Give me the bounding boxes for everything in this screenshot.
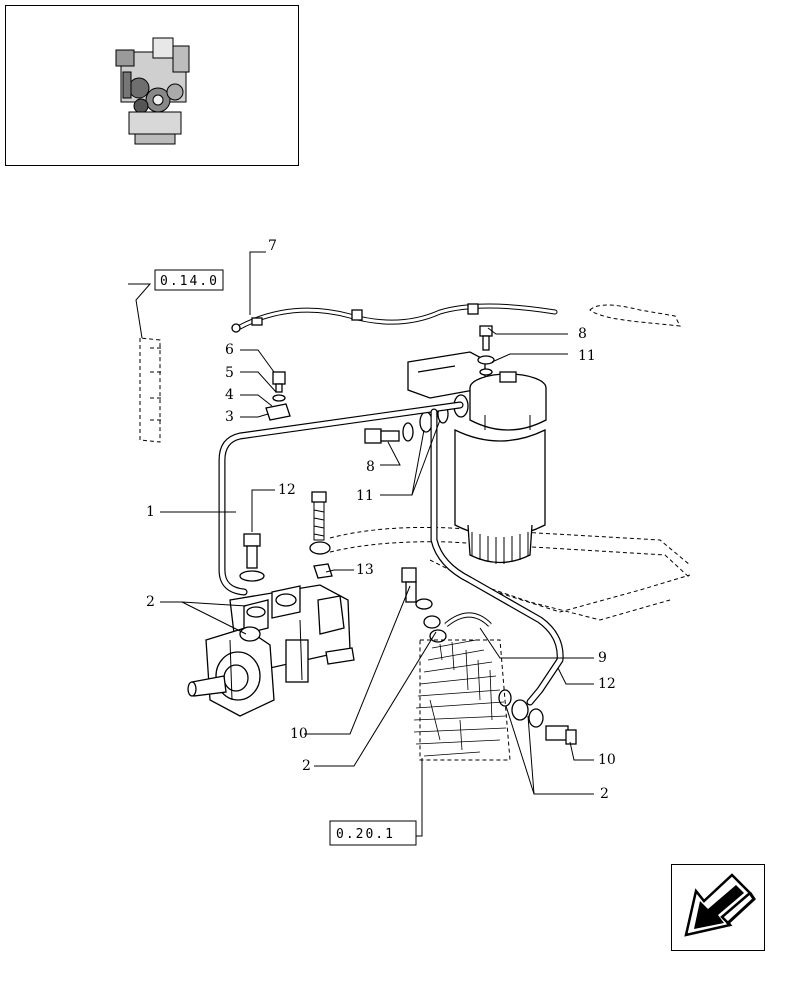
callout-12-lower: 12: [598, 676, 616, 692]
callout-1: 1: [146, 504, 155, 520]
fastener-parts-lower: [401, 567, 577, 745]
engine-section-hatch: [413, 639, 511, 761]
callout-10-right: 10: [598, 752, 616, 768]
reference-label-top: 0.14.0: [160, 274, 219, 289]
engine-block-outline: [139, 304, 691, 621]
fuel-filter-assembly: [364, 325, 547, 564]
engine-thumbnail-icon: [115, 37, 190, 145]
reference-label-bottom: 0.20.1: [336, 827, 395, 842]
callout-11-side: 11: [356, 488, 374, 504]
callout-4: 4: [225, 387, 234, 403]
callout-3: 3: [225, 409, 234, 425]
previous-page-button[interactable]: [671, 864, 765, 951]
callout-13: 13: [356, 562, 374, 578]
callout-11-top: 11: [578, 348, 596, 364]
callout-10-left: 10: [290, 726, 308, 742]
reference-box-bottom[interactable]: 0.20.1: [329, 820, 417, 846]
callout-9: 9: [598, 650, 607, 666]
callout-12-upper: 12: [278, 482, 296, 498]
injection-pump: [187, 584, 355, 717]
reference-box-top[interactable]: 0.14.0: [154, 269, 224, 291]
engine-thumbnail-frame: [5, 5, 299, 166]
callout-5: 5: [225, 365, 234, 381]
callout-2-lower-right: 2: [600, 786, 609, 802]
callout-8-side: 8: [366, 459, 375, 475]
fuel-pipe-12: [430, 408, 564, 706]
fastener-parts-left: [239, 371, 333, 582]
leak-off-pipe: [231, 303, 558, 333]
fuel-pipe-1: [218, 401, 464, 596]
callout-2-lower-left: 2: [302, 758, 311, 774]
callout-labels: 7 6 5 4 3 8 11 8 11 1 12 13 2 9 12 10 10…: [146, 238, 616, 802]
callout-7: 7: [268, 238, 277, 254]
callout-8-top: 8: [578, 326, 587, 342]
leader-lines: [128, 251, 594, 837]
fuel-pipe-9: [444, 612, 492, 627]
callout-6: 6: [225, 342, 234, 358]
previous-page-arrow-icon: [684, 873, 756, 937]
callout-2-pump: 2: [146, 594, 155, 610]
